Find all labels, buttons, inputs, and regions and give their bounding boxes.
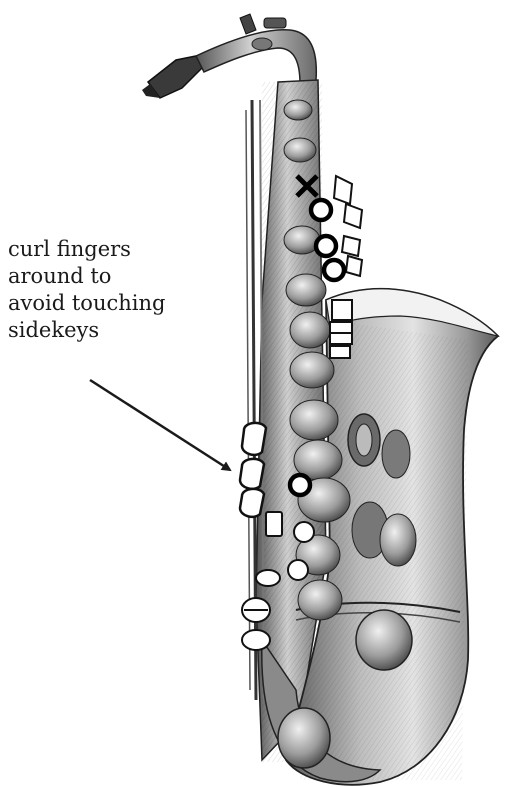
- annotation-arrow: [90, 380, 230, 470]
- mouthpiece: [142, 56, 204, 98]
- lh-key-1-marker: [311, 200, 331, 220]
- lh-key-3-marker: [324, 260, 344, 280]
- rh-key-1-marker: [290, 475, 310, 495]
- lh-key-2-marker: [316, 236, 336, 256]
- neck: [196, 14, 316, 84]
